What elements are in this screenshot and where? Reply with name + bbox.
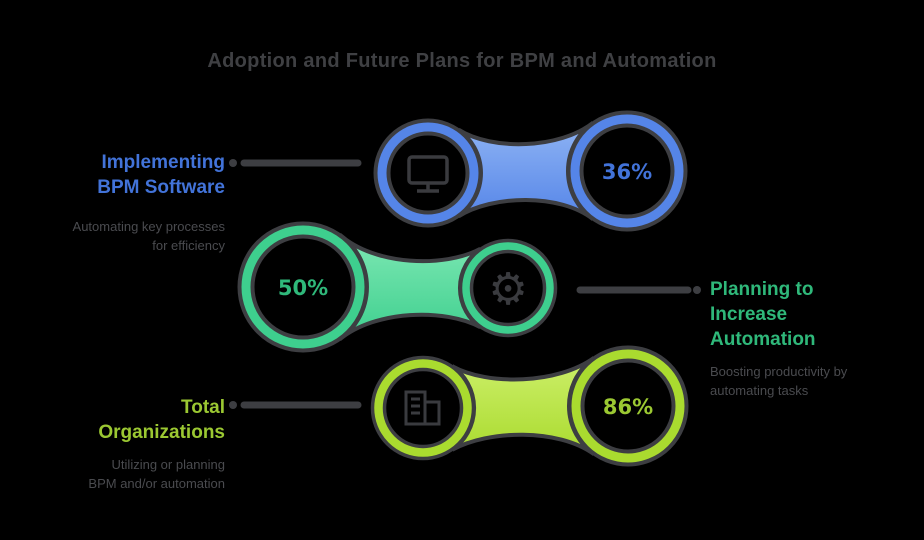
value-circle-inner-outline: [580, 358, 676, 454]
description-line: Utilizing or planning: [111, 457, 225, 472]
connector-dot: [229, 401, 237, 409]
value-circle-outer-outline: [237, 221, 369, 353]
monitor-icon: [407, 155, 449, 193]
description-line: for efficiency: [152, 238, 225, 253]
connector-dot: [229, 159, 237, 167]
icon-circle-inner-outline: [386, 131, 470, 215]
description-line: Automating key processes: [72, 219, 225, 234]
label-total-organizations: Total Organizations: [20, 395, 225, 445]
connector-line-lime: [229, 401, 362, 409]
connector-line-green: [576, 286, 701, 294]
value-circle-ring: [570, 348, 686, 464]
icon-circle-outer-outline: [370, 355, 476, 461]
value-label: 36%: [602, 160, 652, 184]
dumbbell-implementing-bpm: 36%: [229, 110, 688, 232]
organization-icon: [404, 390, 441, 426]
label-planning-to-increase-automation: Planning to Increase Automation: [710, 277, 910, 352]
label-line: Implementing: [101, 152, 225, 173]
icon-circle-inner-outline: [469, 249, 547, 327]
label-line: Planning to: [710, 279, 814, 300]
dumbbell-increase-automation: 50% ⚙: [237, 221, 701, 353]
icon-circle-ring: [376, 121, 480, 225]
description-line: automating tasks: [710, 383, 809, 398]
icon-circle-inner-outline: [382, 367, 464, 449]
description-planning-to-increase-automation: Boosting productivity by automating task…: [710, 362, 915, 400]
icon-circle-outer-outline: [458, 238, 558, 338]
icon-circle-ring: [373, 358, 473, 458]
value-circle-ring: [240, 224, 366, 350]
gear-icon: ⚙: [488, 265, 527, 314]
label-implementing-bpm-software: Implementing BPM Software: [20, 150, 225, 200]
label-line: Automation: [710, 329, 816, 350]
description-total-organizations: Utilizing or planning BPM and/or automat…: [20, 455, 225, 493]
value-circle-outer-outline: [566, 110, 688, 232]
label-line: BPM Software: [97, 177, 225, 198]
page-title: Adoption and Future Plans for BPM and Au…: [207, 50, 717, 72]
description-line: BPM and/or automation: [88, 476, 225, 491]
value-circle-outer-outline: [567, 345, 689, 467]
icon-circle-outer-outline: [373, 118, 483, 228]
description-line: Boosting productivity by: [710, 364, 848, 379]
label-line: Organizations: [98, 422, 225, 443]
dumbbell-total-organizations: 86%: [229, 345, 689, 467]
connector-line-blue: [229, 159, 362, 167]
description-implementing-bpm-software: Automating key processes for efficiency: [20, 217, 225, 255]
value-circle-ring: [569, 113, 685, 229]
label-line: Increase: [710, 304, 788, 325]
value-label: 86%: [603, 395, 653, 419]
label-line: Total: [181, 397, 225, 418]
value-label: 50%: [278, 276, 328, 300]
icon-circle-ring: [461, 241, 555, 335]
connector-dot: [693, 286, 701, 294]
value-circle-inner-outline: [579, 123, 675, 219]
value-circle-inner-outline: [250, 234, 356, 340]
